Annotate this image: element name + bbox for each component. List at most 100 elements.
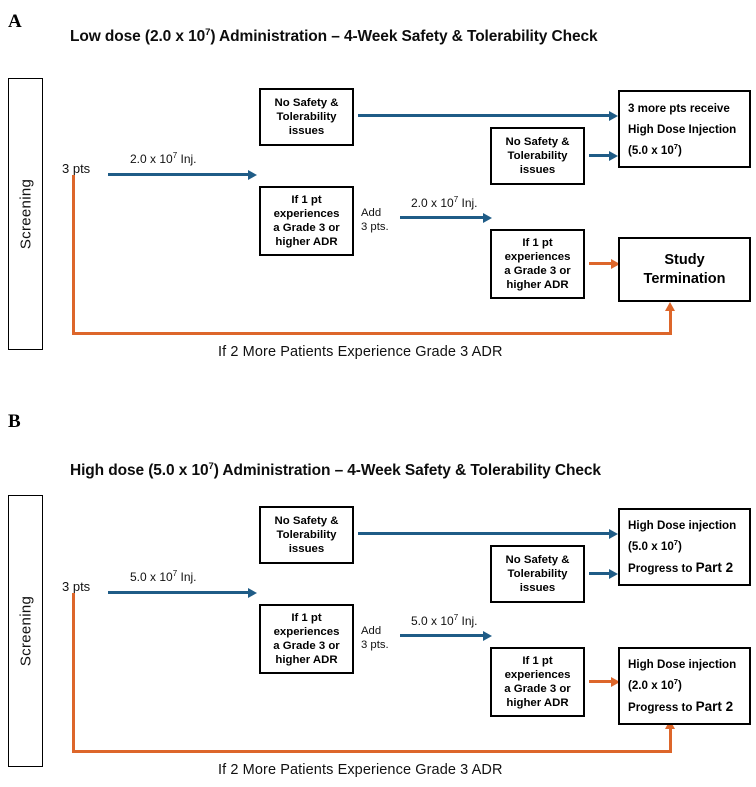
box-a-no-issues-top-line-2: issues [288, 125, 325, 137]
add-label-a-line2: 3 pts. [361, 221, 389, 233]
arrow-head-b-injection-1 [248, 587, 257, 598]
arrow-shaft-a-top-to-outcome [358, 114, 611, 117]
arrow-head-a-injection-1 [248, 169, 257, 180]
box-a-outcome-good-line-0: 3 more pts receive [628, 101, 730, 115]
arrow-head-b-mid-to-outcome [609, 568, 618, 579]
box-b-adr-left-line-0: If 1 pt [291, 612, 322, 624]
arrow-head-a-top-to-outcome [609, 110, 618, 121]
panel-b-title: High dose (5.0 x 107) Administration – 4… [70, 462, 601, 480]
inj-a2-sup: 7 [453, 195, 459, 204]
box-b-no-issues-top: No Safety & Tolerability issues [259, 506, 354, 564]
box-a-outcome-good-dose-pre: (5.0 x 10 [628, 143, 674, 157]
box-a-outcome-good: 3 more pts receive High Dose Injection (… [618, 90, 751, 168]
arrow-head-a-adr-to-termination [611, 258, 620, 269]
box-a-no-issues-top-line-1: Tolerability [276, 111, 337, 123]
arrow-shaft-b-injection-2 [400, 634, 485, 637]
box-b-adr-left-line-1: experiences [273, 626, 340, 638]
arrow-head-b-adr-to-outcome [611, 676, 620, 687]
panel-letter-a: A [8, 11, 22, 32]
box-a-no-issues-mid: No Safety & Tolerability issues [490, 127, 585, 185]
box-b-outcome-bad: High Dose injection (2.0 x 107) Progress… [618, 647, 751, 725]
box-a-adr-left-line-3: higher ADR [275, 236, 338, 248]
box-b-adr-left-line-3: higher ADR [275, 654, 338, 666]
box-b-outcome-bad-dose-post: ) [678, 679, 682, 692]
add-label-b-line1: Add [361, 625, 382, 637]
inj-a1-pre: 2.0 x 10 [130, 152, 173, 166]
injection-label-b-1: 5.0 x 107 Inj. [130, 569, 197, 585]
arrow-shaft-a-mid-to-outcome [589, 154, 611, 157]
panel-b: B High dose (5.0 x 107) Administration –… [0, 400, 756, 787]
box-a-adr-left-line-0: If 1 pt [291, 194, 322, 206]
box-b-adr-mid-line-1: experiences [504, 669, 571, 681]
box-b-adr-left-line-2: a Grade 3 or [273, 640, 340, 652]
box-b-adr-mid-line-3: higher ADR [506, 697, 569, 709]
box-a-adr-left-line-2: a Grade 3 or [273, 222, 340, 234]
box-b-outcome-good-dose-pre: (5.0 x 10 [628, 540, 674, 553]
panel-letter-b: B [8, 411, 21, 432]
box-b-outcome-bad-line-0: High Dose injection [628, 658, 737, 671]
box-b-outcome-bad-dose-sup: 7 [673, 677, 678, 687]
panel-b-title-exponent: 7 [208, 460, 214, 472]
arrow-shaft-a-return-down [72, 175, 75, 335]
screening-box-b: Screening [8, 495, 43, 767]
box-a-no-issues-mid-line-1: Tolerability [507, 150, 568, 162]
arrow-head-a-injection-2 [483, 212, 492, 223]
arrow-shaft-b-adr-to-outcome [589, 680, 613, 683]
box-b-outcome-bad-part2: Part 2 [695, 699, 734, 714]
box-a-no-issues-top-line-0: No Safety & [274, 97, 339, 109]
injection-label-a-2: 2.0 x 107 Inj. [411, 195, 478, 211]
box-b-outcome-good-part2: Part 2 [695, 560, 734, 575]
box-b-outcome-bad-dose-pre: (2.0 x 10 [628, 679, 674, 692]
box-a-adr-mid-line-3: higher ADR [506, 279, 569, 291]
panel-b-title-pre: High dose (5.0 x 10 [70, 462, 209, 479]
box-a-study-termination-line-1: Termination [643, 270, 726, 287]
box-b-adr-mid-line-2: a Grade 3 or [504, 683, 571, 695]
box-a-adr-mid-line-0: If 1 pt [522, 237, 553, 249]
box-b-outcome-good-progress-pre: Progress to [628, 562, 696, 575]
inj-b1-post: Inj. [177, 570, 197, 584]
arrow-shaft-a-injection-2 [400, 216, 485, 219]
box-b-outcome-bad-progress-pre: Progress to [628, 701, 696, 714]
box-a-outcome-good-line-1: High Dose Injection [628, 122, 737, 136]
injection-label-b-2: 5.0 x 107 Inj. [411, 613, 478, 629]
box-b-outcome-bad-line-2: Progress to Part 2 [628, 696, 733, 718]
panel-a-title: Low dose (2.0 x 107) Administration – 4-… [70, 28, 598, 46]
arrow-shaft-a-return-up [669, 310, 672, 335]
box-b-no-issues-mid-line-0: No Safety & [505, 554, 570, 566]
add-label-b-line2: 3 pts. [361, 639, 389, 651]
arrow-shaft-b-return-up [669, 728, 672, 753]
panel-a-title-pre: Low dose (2.0 x 10 [70, 28, 206, 45]
box-a-adr-left-line-1: experiences [273, 208, 340, 220]
box-a-outcome-good-dose-sup: 7 [673, 141, 678, 151]
inj-a1-sup: 7 [172, 151, 178, 160]
screening-box-a: Screening [8, 78, 43, 350]
box-b-no-issues-mid: No Safety & Tolerability issues [490, 545, 585, 603]
inj-b1-pre: 5.0 x 10 [130, 570, 173, 584]
panel-a: A Low dose (2.0 x 107) Administration – … [8, 11, 751, 359]
box-b-adr-mid: If 1 pt experiences a Grade 3 or higher … [490, 647, 585, 717]
inj-b2-post: Inj. [458, 614, 478, 628]
inj-a2-post: Inj. [458, 196, 478, 210]
panel-a-title-post: ) Administration – 4-Week Safety & Toler… [210, 28, 598, 45]
inj-b2-pre: 5.0 x 10 [411, 614, 454, 628]
arrow-shaft-b-injection-1 [108, 591, 250, 594]
box-b-no-issues-top-line-2: issues [288, 543, 325, 555]
inj-a1-post: Inj. [177, 152, 197, 166]
arrow-shaft-b-top-to-outcome [358, 532, 611, 535]
add-label-a-line1: Add [361, 207, 382, 219]
arrow-shaft-a-adr-to-termination [589, 262, 613, 265]
box-b-adr-mid-line-0: If 1 pt [522, 655, 553, 667]
arrow-shaft-b-return-across [72, 750, 672, 753]
footer-label-b: If 2 More Patients Experience Grade 3 AD… [218, 762, 503, 778]
inj-b2-sup: 7 [453, 613, 459, 622]
box-b-no-issues-top-line-0: No Safety & [274, 515, 339, 527]
box-b-outcome-good-line-0: High Dose injection [628, 519, 737, 532]
box-b-no-issues-mid-line-1: Tolerability [507, 568, 568, 580]
arrow-shaft-a-injection-1 [108, 173, 250, 176]
inj-b1-sup: 7 [172, 569, 178, 578]
box-a-adr-mid: If 1 pt experiences a Grade 3 or higher … [490, 229, 585, 299]
box-a-adr-left: If 1 pt experiences a Grade 3 or higher … [259, 186, 354, 256]
panel-a-title-exponent: 7 [205, 26, 211, 38]
box-b-no-issues-top-line-1: Tolerability [276, 529, 337, 541]
box-a-study-termination: Study Termination [618, 237, 751, 302]
